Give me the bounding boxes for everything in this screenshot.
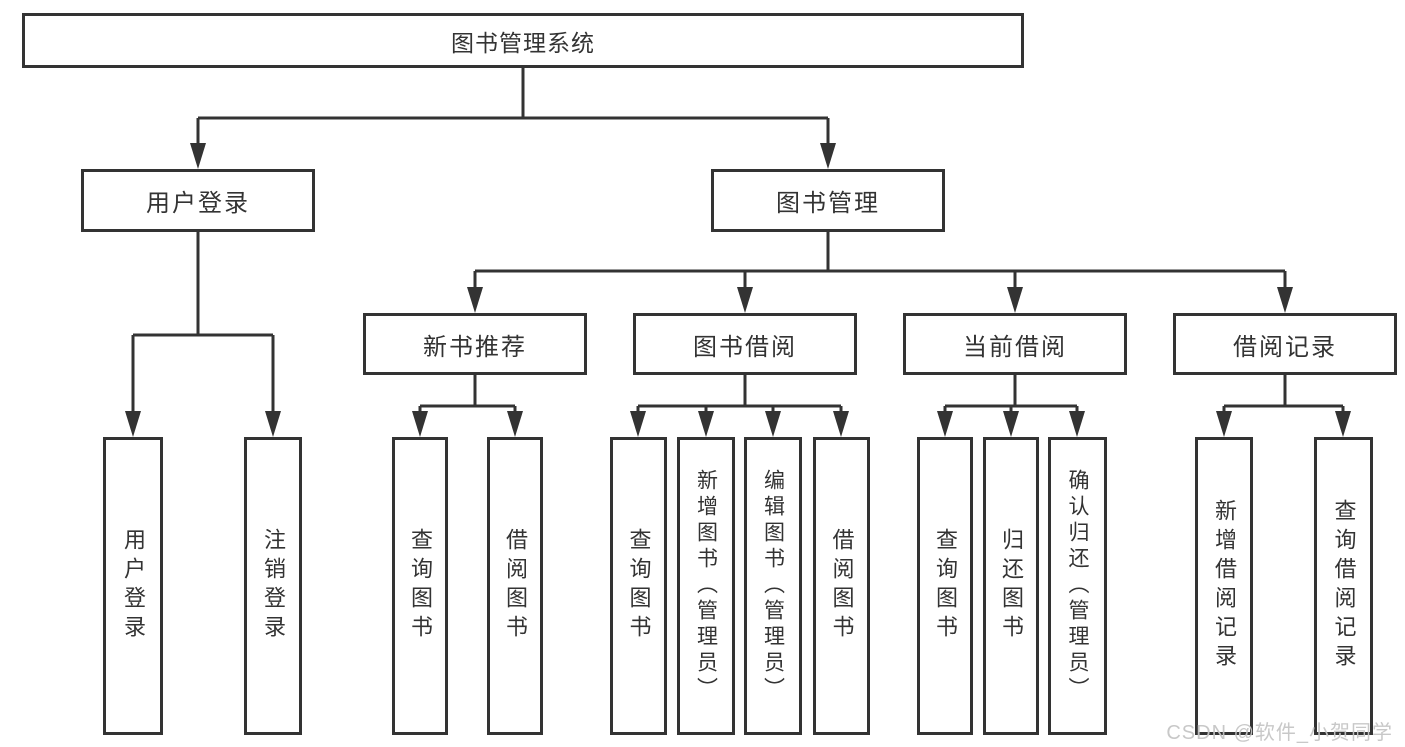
leaf-edit-book-admin: 编辑图书（管理员） — [744, 437, 802, 735]
leaf-add-borrow-record: 新增借阅记录 — [1195, 437, 1253, 735]
leaf-confirm-return-admin: 确认归还（管理员） — [1048, 437, 1107, 735]
leaf-borrow-book: 借阅图书 — [813, 437, 870, 735]
node-borrow-records: 借阅记录 — [1173, 313, 1397, 375]
node-book-borrow: 图书借阅 — [633, 313, 857, 375]
arrowheads — [125, 143, 1351, 437]
leaf-query-book-newbook: 查询图书 — [392, 437, 448, 735]
node-user-login: 用户登录 — [81, 169, 315, 232]
leaf-query-book-borrow: 查询图书 — [610, 437, 667, 735]
leaf-logout: 注销登录 — [244, 437, 302, 735]
leaf-user-login: 用户登录 — [103, 437, 163, 735]
node-book-management: 图书管理 — [711, 169, 945, 232]
node-current-borrow: 当前借阅 — [903, 313, 1127, 375]
leaf-return-book: 归还图书 — [983, 437, 1039, 735]
leaf-query-book-current: 查询图书 — [917, 437, 973, 735]
csdn-watermark: CSDN @软件_小贺同学 — [1166, 722, 1393, 744]
node-new-book-recommend: 新书推荐 — [363, 313, 587, 375]
leaf-query-borrow-record: 查询借阅记录 — [1314, 437, 1373, 735]
leaf-borrow-book-newbook: 借阅图书 — [487, 437, 543, 735]
leaf-add-book-admin: 新增图书（管理员） — [677, 437, 735, 735]
node-library-management-system: 图书管理系统 — [22, 13, 1024, 68]
